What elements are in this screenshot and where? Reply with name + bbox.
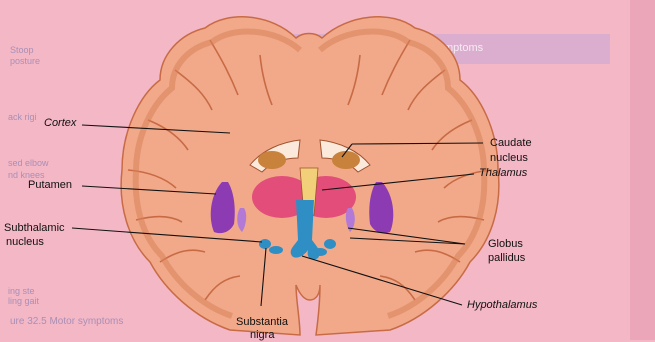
label-caudate-line2: nucleus bbox=[490, 152, 528, 165]
label-subthalamic-line2: nucleus bbox=[6, 236, 44, 249]
label-cortex: Cortex bbox=[44, 117, 76, 130]
label-caudate-line1: Caudate bbox=[490, 137, 532, 150]
subthalamic-nucleus-left bbox=[259, 239, 271, 249]
label-subthalamic-line1: Subthalamic bbox=[4, 222, 65, 235]
label-hypothalamus: Hypothalamus bbox=[467, 299, 537, 312]
label-substantia-line1: Substantia bbox=[236, 316, 288, 329]
label-globus-line1: Globus bbox=[488, 238, 523, 251]
substantia-nigra-left bbox=[269, 246, 283, 254]
label-globus-line2: pallidus bbox=[488, 252, 525, 265]
caudate-nucleus-left bbox=[258, 151, 286, 169]
label-thalamus: Thalamus bbox=[479, 167, 527, 180]
label-substantia-line2: nigra bbox=[250, 329, 274, 342]
substantia-nigra-right bbox=[313, 248, 327, 256]
label-putamen: Putamen bbox=[28, 179, 72, 192]
caudate-nucleus-right bbox=[332, 151, 360, 169]
subthalamic-nucleus-right bbox=[324, 239, 336, 249]
